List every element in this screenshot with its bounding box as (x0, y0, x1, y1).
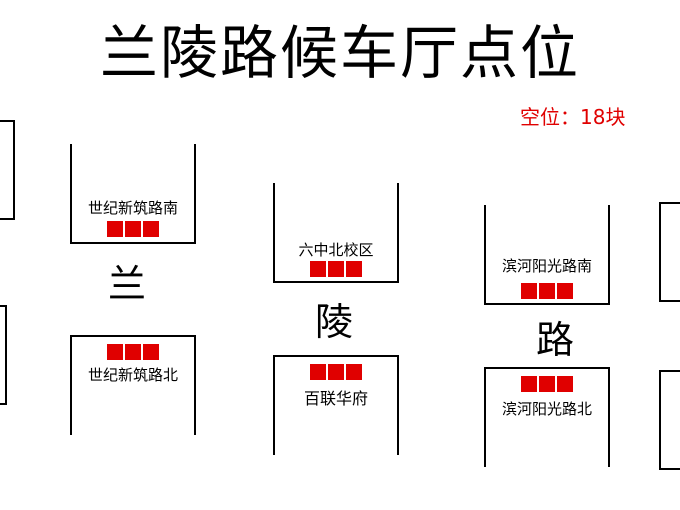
vacant-slot (346, 261, 362, 277)
edge-shelter-right-top (659, 202, 680, 302)
slot-group (310, 364, 362, 380)
stop-label: 世纪新筑路北 (87, 366, 178, 384)
road-char-lu: 路 (535, 318, 574, 362)
slot-group (107, 221, 159, 237)
vacant-slot (143, 344, 159, 360)
edge-shelter-right-bottom (659, 370, 680, 470)
stop-label: 世纪新筑路南 (87, 199, 178, 217)
vacant-slot (143, 221, 159, 237)
vacant-slot (125, 221, 141, 237)
slot-group (521, 283, 573, 299)
edge-shelter-left-bottom (0, 305, 7, 405)
road-char-ling: 陵 (314, 300, 353, 344)
vacant-slot (328, 261, 344, 277)
vacant-slot (125, 344, 141, 360)
vacant-slot (557, 283, 573, 299)
stop-binhe-north: 滨河阳光路北 (484, 367, 610, 467)
vacant-slot (557, 376, 573, 392)
vacant-slot (107, 221, 123, 237)
stop-label: 滨河阳光路南 (501, 257, 592, 275)
vacant-slot (310, 261, 326, 277)
stop-label: 百联华府 (303, 389, 368, 408)
slot-group (310, 261, 362, 277)
stop-binhe-south: 滨河阳光路南 (484, 205, 610, 305)
stop-shilji-south: 世纪新筑路南 (70, 144, 196, 244)
page-title: 兰陵路候车厅点位 (99, 19, 580, 87)
vacancy-count: 空位：18块 (520, 105, 626, 129)
vacant-slot (521, 376, 537, 392)
stop-shiji-north: 世纪新筑路北 (70, 335, 196, 435)
vacant-slot (346, 364, 362, 380)
vacant-slot (107, 344, 123, 360)
vacant-slot (328, 364, 344, 380)
vacant-slot (539, 283, 555, 299)
vacant-slot (521, 283, 537, 299)
stop-label: 六中北校区 (298, 241, 374, 259)
stop-label: 滨河阳光路北 (501, 400, 592, 418)
road-char-lan: 兰 (107, 262, 146, 306)
stop-liuzhong: 六中北校区 (273, 183, 399, 283)
vacant-slot (310, 364, 326, 380)
slot-group (521, 376, 573, 392)
vacant-slot (539, 376, 555, 392)
stop-bailian: 百联华府 (273, 355, 399, 455)
slot-group (107, 344, 159, 360)
edge-shelter-left-top (0, 120, 15, 220)
